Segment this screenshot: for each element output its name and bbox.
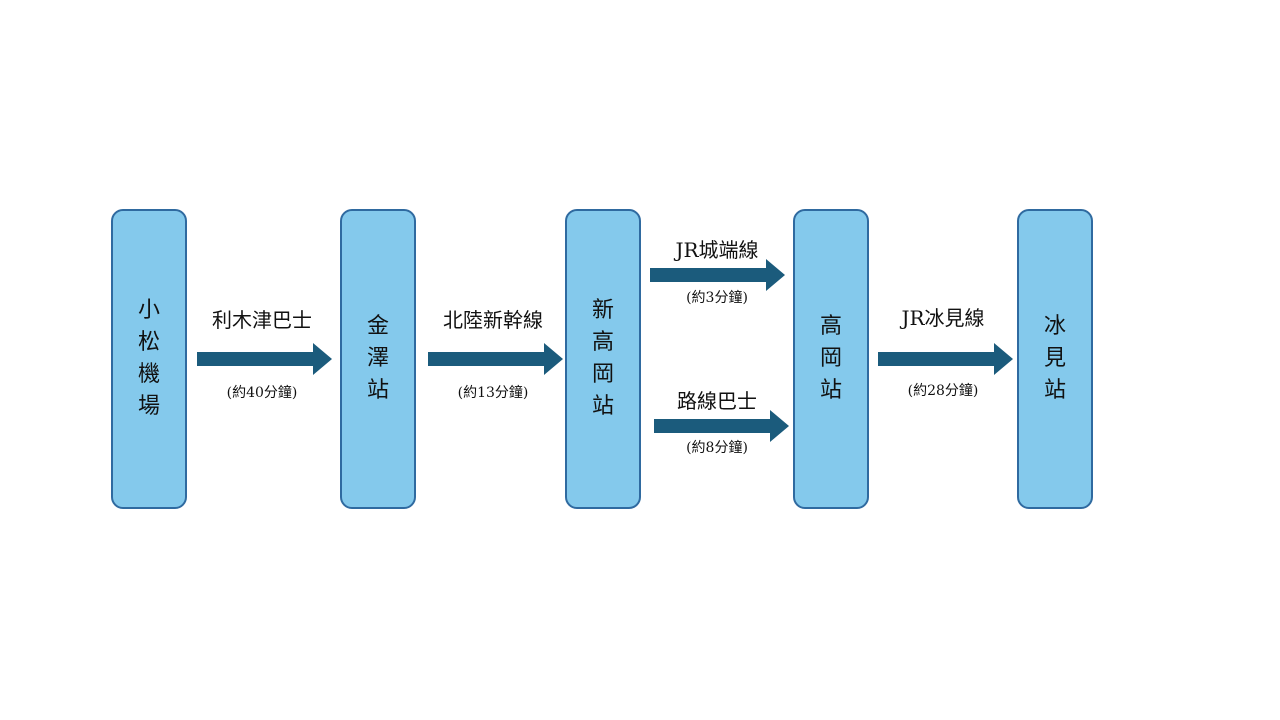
station-label: 高 岡 站 — [819, 314, 842, 403]
route-label-hokuriku-shinkansen: 北陸新幹線 — [443, 308, 543, 332]
route-label-limousine-bus: 利木津巴士 — [212, 308, 312, 332]
arrow-right-icon — [197, 343, 332, 375]
duration-jr-johana-line: (約3分鐘) — [686, 290, 748, 306]
arrow-right-icon — [650, 259, 785, 291]
station-himi: 冰 見 站 — [1017, 209, 1093, 509]
station-kanazawa: 金 澤 站 — [340, 209, 416, 509]
arrow-right-icon — [878, 343, 1013, 375]
route-label-route-bus: 路線巴士 — [677, 389, 757, 413]
station-label: 小 松 機 場 — [137, 298, 160, 419]
station-komatsu-airport: 小 松 機 場 — [111, 209, 187, 509]
arrow-right-icon — [428, 343, 563, 375]
station-shin-takaoka: 新 高 岡 站 — [565, 209, 641, 509]
arrow-right-icon — [654, 410, 789, 442]
station-label: 冰 見 站 — [1043, 314, 1066, 403]
station-label: 新 高 岡 站 — [591, 298, 614, 419]
route-label-jr-himi-line: JR冰見線 — [901, 306, 985, 330]
duration-route-bus: (約8分鐘) — [686, 440, 748, 456]
duration-jr-himi-line: (約28分鐘) — [907, 383, 979, 399]
duration-limousine-bus: (約40分鐘) — [226, 385, 298, 401]
station-label: 金 澤 站 — [366, 314, 389, 403]
route-label-jr-johana-line: JR城端線 — [675, 238, 759, 262]
station-takaoka: 高 岡 站 — [793, 209, 869, 509]
duration-hokuriku-shinkansen: (約13分鐘) — [457, 385, 529, 401]
